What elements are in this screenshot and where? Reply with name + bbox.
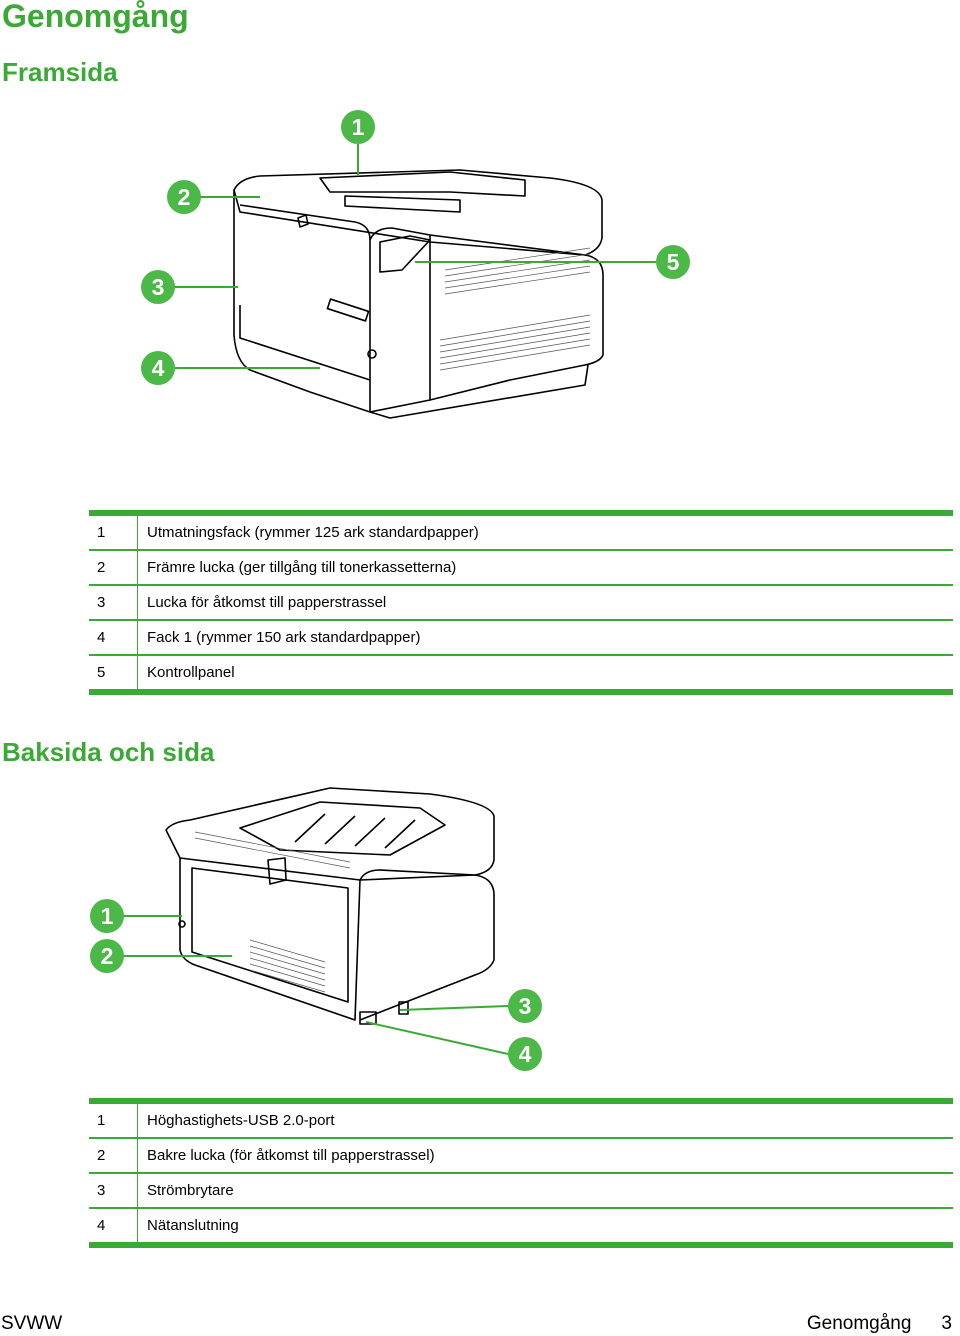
footer-section-label: Genomgång xyxy=(806,1313,912,1334)
front-callout-1 xyxy=(341,110,375,144)
footer-doc-id: SVWW xyxy=(1,1313,63,1334)
front-callout-2 xyxy=(167,180,201,214)
svg-text:4: 4 xyxy=(519,1041,532,1067)
back-callout-1 xyxy=(90,899,124,933)
page-footer: SVWW Genomgång 3 xyxy=(0,1312,952,1336)
front-heading: Framsida xyxy=(2,57,118,87)
table-row: 1 Utmatningsfack (rymmer 125 ark standar… xyxy=(89,513,953,551)
back-callout-2 xyxy=(90,939,124,973)
svg-text:3: 3 xyxy=(152,274,165,300)
table-row: 4 Fack 1 (rymmer 150 ark standardpapper) xyxy=(89,620,953,656)
back-callout-3 xyxy=(508,989,542,1023)
front-callout-4 xyxy=(141,351,175,385)
svg-text:5: 5 xyxy=(667,249,680,275)
page-number: 3 xyxy=(941,1313,952,1334)
table-row: 3 Lucka för åtkomst till papperstrassel xyxy=(89,585,953,621)
svg-text:1: 1 xyxy=(101,903,114,929)
page-title: Genomgång xyxy=(2,0,189,34)
svg-text:2: 2 xyxy=(178,184,191,210)
back-heading: Baksida och sida xyxy=(2,737,215,767)
svg-text:1: 1 xyxy=(352,114,365,140)
back-legend-table: 1 Höghastighets-USB 2.0-port 2 Bakre luc… xyxy=(89,1098,953,1248)
svg-text:2: 2 xyxy=(101,943,114,969)
back-callout-4 xyxy=(508,1037,542,1071)
footer-section: Genomgång 3 xyxy=(807,1312,952,1336)
front-callout-5 xyxy=(656,245,690,279)
table-row: 5 Kontrollpanel xyxy=(89,655,953,692)
printer-back-illustration: 1 2 3 4 xyxy=(80,780,560,1080)
table-row: 3 Strömbrytare xyxy=(89,1173,953,1209)
table-row: 2 Bakre lucka (för åtkomst till papperst… xyxy=(89,1138,953,1174)
table-row: 2 Främre lucka (ger tillgång till tonerk… xyxy=(89,550,953,586)
table-row: 4 Nätanslutning xyxy=(89,1208,953,1245)
svg-text:4: 4 xyxy=(152,355,165,381)
table-row: 1 Höghastighets-USB 2.0-port xyxy=(89,1101,953,1139)
svg-text:3: 3 xyxy=(519,993,532,1019)
printer-front-illustration: 1 2 3 4 5 xyxy=(130,100,710,430)
front-legend-table: 1 Utmatningsfack (rymmer 125 ark standar… xyxy=(89,510,953,695)
front-callout-3 xyxy=(141,270,175,304)
